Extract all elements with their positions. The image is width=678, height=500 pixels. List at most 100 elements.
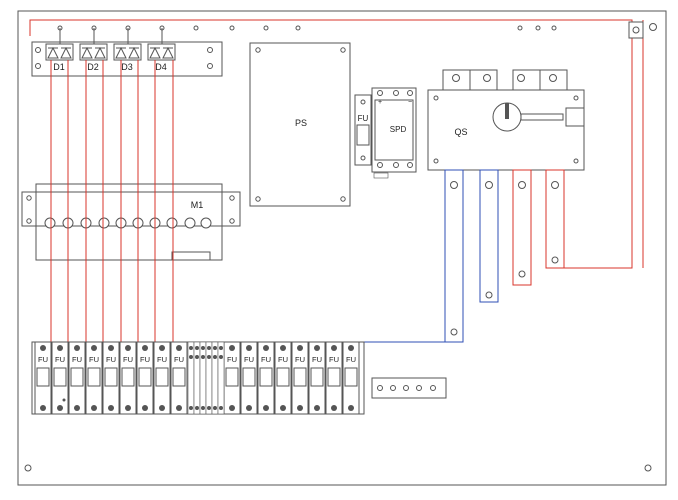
fuse-label: FU [106,355,116,364]
fuse-screw-bottom [74,405,80,411]
m1-label: M1 [191,200,204,210]
diode-frame [79,43,108,61]
fuse-window [104,367,118,387]
fuse-holder: FU [308,341,326,415]
fuse-screw-bottom [331,405,337,411]
fuse-holder: FU [223,341,241,415]
rail-terminal [193,25,199,31]
mid-terminal-screw [195,355,199,359]
fuse-screw-bottom [314,405,320,411]
mid-terminal-screw [201,406,205,410]
diode-symbol [47,46,59,59]
mid-terminal-screw [189,346,193,350]
diode-label: D4 [155,62,167,72]
fuse-screw-top [57,345,63,351]
fu-label: FU [358,114,369,123]
fuse-window [53,367,67,387]
diode-symbol [94,46,106,59]
fuse-label: FU [346,355,356,364]
fuse-screw-top [91,345,97,351]
fuse-screw-bottom [159,405,165,411]
m1-terminal [166,217,178,229]
fuse-window [172,367,186,387]
ps-label: PS [295,118,307,128]
fuse-window [225,367,239,387]
surge-protection-module: FU + − SPD [354,87,417,179]
fuse-screw-bottom [57,405,63,411]
diode-d2: D2 [79,28,108,72]
top-positive-loop [29,19,644,269]
fuse-window [121,367,135,387]
fuse-holder: FU [102,341,120,415]
diode-label: D3 [121,62,133,72]
fuse-label: FU [72,355,82,364]
diode-symbol [115,46,127,59]
mid-terminal-screw [201,346,205,350]
m1-terminals [44,217,212,229]
mid-terminal-screw [201,355,205,359]
fuse-window [310,367,324,387]
monitor-module-m1: M1 [21,183,241,261]
fuse-holder: FU [136,341,154,415]
diode-symbol [128,46,140,59]
fuse-label: FU [38,355,48,364]
diode-symbol [162,46,174,59]
fuse-holder: FU [68,341,86,415]
fuse-window [242,367,256,387]
fuse-label: FU [261,355,271,364]
mid-terminal-screw [207,346,211,350]
mid-terminal-screw [213,406,217,410]
mid-terminal [187,341,195,415]
fuse-holder: FU [325,341,343,415]
m1-terminal [44,217,56,229]
fuse-screw-top [108,345,114,351]
diode-symbol [81,46,93,59]
spd-minus-label: − [408,99,412,106]
fuse-window [36,367,50,387]
mid-terminal-screw [189,406,193,410]
fuse-screw-bottom [280,405,286,411]
mid-terminal-screw [189,355,193,359]
fuse-screw-bottom [263,405,269,411]
diode-d4: D4 [147,28,176,72]
mid-terminal [199,341,207,415]
mid-terminal [205,341,213,415]
fuse-holder: FU [170,341,188,415]
qs-output-busbars [220,169,565,360]
fuse-holder: FU [274,341,292,415]
mid-terminal-screw [219,346,223,350]
fuse-label: FU [295,355,305,364]
fuse-screw-top [125,345,131,351]
fuse-screw-top [263,345,269,351]
fuse-label: FU [55,355,65,364]
fuse-screw-top [74,345,80,351]
fuse-holder: FU [153,341,171,415]
mid-terminal [211,341,219,415]
qs-label: QS [454,127,467,137]
fuse-screw-bottom [176,405,182,411]
fuse-holder: FU [119,341,137,415]
fuse-screw-top [176,345,182,351]
fuse-label: FU [174,355,184,364]
fuse-screw-bottom [229,405,235,411]
fuse-screw-bottom [40,405,46,411]
fuse-holder: FU [240,341,258,415]
diode-symbol [60,46,72,59]
fuse-screw-top [142,345,148,351]
fuse-screw-top [314,345,320,351]
string-wires [50,60,174,344]
fuse-screw-bottom [297,405,303,411]
fuse-screw-bottom [125,405,131,411]
fuse-holder: FU [342,341,360,415]
fuse-label: FU [227,355,237,364]
fuse-window [155,367,169,387]
diode-symbol [149,46,161,59]
power-supply: PS [249,42,351,207]
fuse-window [276,367,290,387]
fuse-screw-bottom [246,405,252,411]
mid-terminal [193,341,201,415]
fuse-holder: FU [85,341,103,415]
